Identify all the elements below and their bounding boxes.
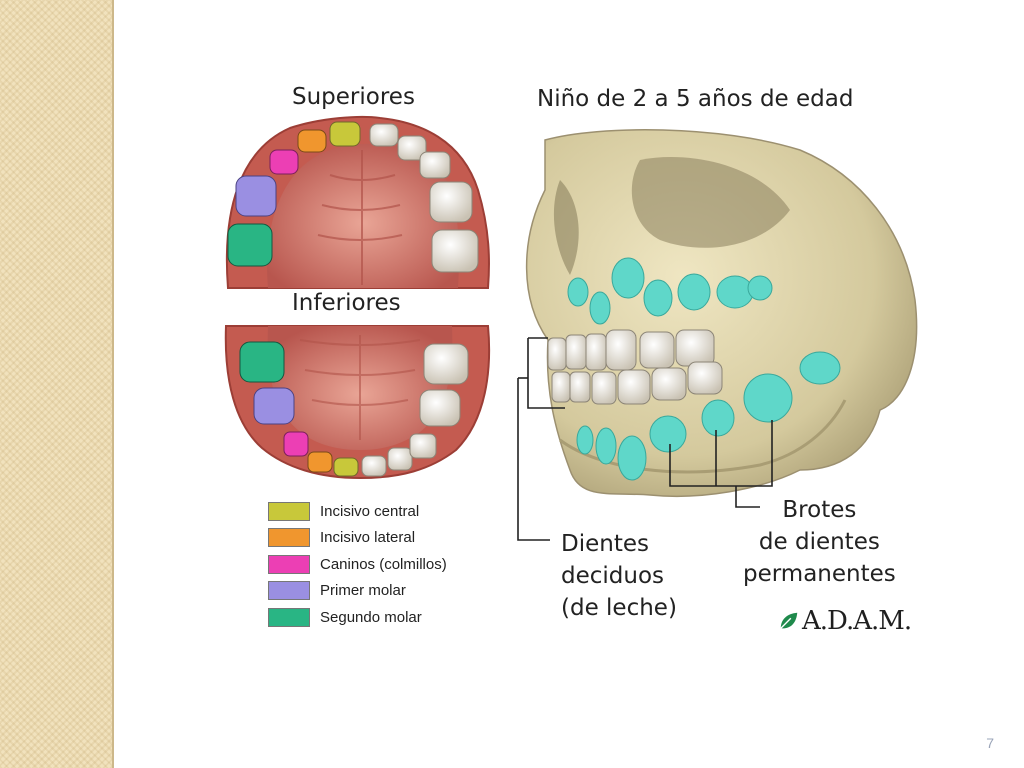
legend-swatch (268, 528, 310, 548)
deciduous-teeth (547, 329, 723, 405)
buds-callout-line-3: permanentes (743, 561, 896, 587)
deciduous-callout-line-2: deciduos (561, 563, 665, 589)
permanent-buds-callout: Brotes de dientes permanentes (743, 494, 896, 590)
deciduous-teeth-callout: Dientes deciduos (de leche) (561, 528, 677, 624)
callout-lines (517, 337, 773, 541)
adam-logo: A.D.A.M. (778, 606, 912, 636)
legend-label: Caninos (colmillos) (320, 555, 447, 573)
legend-label: Segundo molar (320, 608, 422, 626)
legend-item: Primer molar (268, 578, 498, 605)
legend-item: Caninos (colmillos) (268, 551, 498, 578)
deciduous-callout-line-1: Dientes (561, 531, 649, 557)
permanent-tooth-buds (567, 257, 841, 481)
legend-swatch (268, 554, 310, 574)
tooth-type-legend: Incisivo central Incisivo lateral Canino… (268, 498, 498, 631)
upper-teeth-title: Superiores (292, 84, 415, 110)
legend-label: Incisivo central (320, 502, 420, 520)
logo-text: A.D.A.M. (802, 606, 912, 636)
legend-swatch (268, 581, 310, 601)
legend-swatch (268, 501, 310, 521)
buds-callout-line-1: Brotes (782, 497, 857, 523)
legend-item: Incisivo central (268, 498, 498, 525)
lower-teeth-title: Inferiores (292, 290, 401, 316)
lower-arch (224, 325, 491, 480)
side-decorative-band (0, 0, 114, 768)
buds-callout-line-2: de dientes (758, 529, 880, 555)
legend-label: Incisivo lateral (320, 529, 416, 547)
legend-item: Segundo molar (268, 604, 498, 631)
upper-arch (225, 115, 490, 289)
child-skull (525, 129, 918, 498)
leaf-icon (780, 612, 798, 629)
legend-item: Incisivo lateral (268, 525, 498, 552)
age-title: Niño de 2 a 5 años de edad (537, 86, 854, 112)
legend-swatch (268, 607, 310, 627)
legend-label: Primer molar (320, 582, 406, 600)
deciduous-callout-line-3: (de leche) (561, 595, 677, 621)
slide-number: 7 (986, 735, 994, 751)
